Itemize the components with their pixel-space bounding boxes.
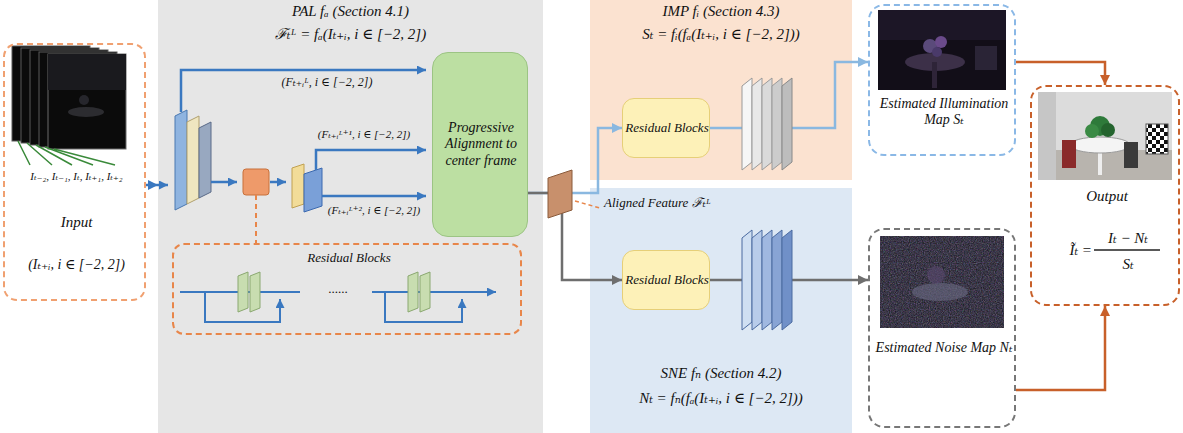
frame-table bbox=[68, 107, 104, 117]
node-text: ℱₜᴸ = fₐ(Iₜ₊ᵢ, i ∈ [−2, 2]) bbox=[158, 26, 543, 43]
noise-image bbox=[880, 236, 1004, 328]
feature-map bbox=[782, 78, 792, 170]
alignment-box: Progressive Alignment to center frame bbox=[432, 52, 528, 237]
noise-group: Estimated Noise Map Nₜ bbox=[868, 228, 1016, 428]
feature-wire bbox=[322, 195, 426, 198]
feature-map bbox=[742, 230, 752, 330]
conv-slab bbox=[420, 272, 430, 312]
feature-map bbox=[762, 78, 772, 170]
residual-box: Residual Blocks bbox=[622, 98, 710, 158]
feature-slab bbox=[304, 168, 322, 212]
feature-map bbox=[762, 230, 772, 330]
zoom-leader bbox=[255, 195, 257, 243]
imp-panel-fill bbox=[590, 0, 852, 180]
output-image bbox=[1038, 92, 1172, 180]
frame-wall bbox=[48, 54, 126, 90]
node-text: Iₜ − Nₜ bbox=[1092, 230, 1164, 247]
illumination-image bbox=[935, 36, 947, 48]
feature-label: (Fₜ₊ᵢᴸ⁺², i ∈ [−2, 2]) bbox=[318, 204, 430, 217]
output-image bbox=[1101, 123, 1115, 137]
aligned-feature-block bbox=[548, 170, 572, 218]
feature-map bbox=[752, 78, 762, 170]
residual-box: Residual Blocks bbox=[622, 250, 710, 310]
pal-panel: PAL fₐ (Section 4.1) ℱₜᴸ = fₐ(Iₜ₊ᵢ, i ∈ [… bbox=[158, 0, 543, 433]
residual-wire bbox=[372, 291, 496, 293]
node-text: SNE fₙ (Section 4.2) bbox=[590, 365, 852, 382]
imp-panel: IMP fᵢ (Section 4.3) Sₜ = fᵢ(fₐ(Iₜ₊ᵢ, i ∈… bbox=[590, 0, 852, 180]
node-text: Ĩₜ = bbox=[1038, 242, 1092, 259]
node-text: Residual Blocks bbox=[625, 121, 709, 136]
video-frame bbox=[48, 54, 126, 149]
conv-slab bbox=[238, 272, 248, 312]
flow-arrow bbox=[146, 184, 158, 187]
node-text: Sₜ = fᵢ(fₐ(Iₜ₊ᵢ, i ∈ [−2, 2])) bbox=[590, 26, 852, 43]
noise-image bbox=[880, 236, 1004, 328]
feature-map bbox=[772, 230, 782, 330]
feature-slab bbox=[292, 164, 304, 208]
conv-slab bbox=[408, 272, 418, 312]
output-image bbox=[1085, 124, 1099, 138]
flow-arrow bbox=[528, 128, 622, 193]
node-text: PAL fₐ (Section 4.1) bbox=[158, 3, 543, 20]
output-image bbox=[1124, 142, 1138, 168]
feature-map bbox=[742, 78, 752, 170]
input-group: Iₜ₋₂, Iₜ₋₁, Iₜ, Iₜ₊₁, Iₜ₊₂ Input (Iₜ₊ᵢ, i … bbox=[3, 43, 146, 301]
frame-pointer bbox=[18, 141, 115, 165]
noise-image bbox=[927, 266, 945, 284]
noise-image bbox=[912, 283, 968, 301]
node-text: Nₜ = fₙ(fₐ(Iₜ₊ᵢ, i ∈ [−2, 2])) bbox=[590, 390, 852, 407]
label-leader bbox=[575, 201, 600, 208]
output-image bbox=[1070, 137, 1130, 153]
node-text: Residual Blocks bbox=[176, 251, 522, 266]
encoder-slab bbox=[199, 122, 211, 198]
illumination-image bbox=[878, 10, 1006, 90]
node-text: Progressive Alignment to center frame bbox=[437, 120, 525, 168]
node-text: Iₜ₋₂, Iₜ₋₁, Iₜ, Iₜ₊₁, Iₜ₊₂ bbox=[8, 170, 145, 183]
illumination-image bbox=[932, 62, 937, 88]
frame-plant bbox=[79, 95, 89, 105]
feature-wire bbox=[316, 150, 426, 170]
output-group: Output Ĩₜ =Iₜ − Nₜ Sₜ bbox=[1030, 85, 1180, 306]
node-text: IMP fᵢ (Section 4.3) bbox=[590, 3, 852, 20]
illumination-image bbox=[975, 46, 997, 70]
feature-map bbox=[752, 230, 762, 330]
sne-panel-fill bbox=[590, 188, 852, 433]
output-image bbox=[1062, 140, 1076, 168]
flow-arrow bbox=[1016, 62, 1105, 85]
encoder-slab bbox=[187, 116, 199, 204]
feature-wire bbox=[270, 181, 286, 184]
node-text: Output bbox=[1034, 188, 1180, 205]
node-text: ...... bbox=[307, 282, 369, 297]
feature-label: Aligned Feature ℱₜᴸ bbox=[604, 196, 712, 211]
feature-wire bbox=[181, 70, 426, 112]
illumination-image bbox=[932, 47, 942, 57]
feature-wire bbox=[211, 181, 237, 184]
residual-detail: Residual Blocks...... bbox=[172, 243, 522, 335]
flow-arrow bbox=[1016, 306, 1105, 390]
illumination-group: Estimated Illumination Map Sₜ bbox=[868, 4, 1016, 156]
node-text: Input bbox=[5, 214, 148, 231]
fraction-bar bbox=[1094, 249, 1160, 251]
output-image bbox=[1038, 92, 1056, 180]
feature-label: (Fₜ₊ᵢᴸ, i ∈ [−2, 2]) bbox=[252, 76, 402, 90]
node-text: (Iₜ₊ᵢ, i ∈ [−2, 2]) bbox=[5, 257, 148, 273]
feature-label: (Fₜ₊ᵢᴸ⁺¹, i ∈ [−2, 2]) bbox=[300, 128, 428, 141]
node-text: Estimated Illumination Map Sₜ bbox=[874, 96, 1014, 128]
pal-panel-fill bbox=[158, 0, 543, 433]
output-image bbox=[1146, 124, 1168, 154]
conv-slab bbox=[250, 272, 260, 312]
feature-wire bbox=[158, 184, 168, 187]
feature-map bbox=[782, 230, 792, 330]
node-text: Residual Blocks bbox=[625, 273, 709, 288]
node-text: Sₜ bbox=[1092, 256, 1164, 273]
sne-panel: SNE fₙ (Section 4.2) Nₜ = fₙ(fₐ(Iₜ₊ᵢ, i ∈… bbox=[590, 188, 852, 433]
residual-square bbox=[243, 169, 269, 195]
feature-map bbox=[772, 78, 782, 170]
illumination-image bbox=[878, 10, 1006, 40]
encoder-slab bbox=[175, 110, 187, 210]
node-text: Estimated Noise Map Nₜ bbox=[874, 340, 1014, 356]
